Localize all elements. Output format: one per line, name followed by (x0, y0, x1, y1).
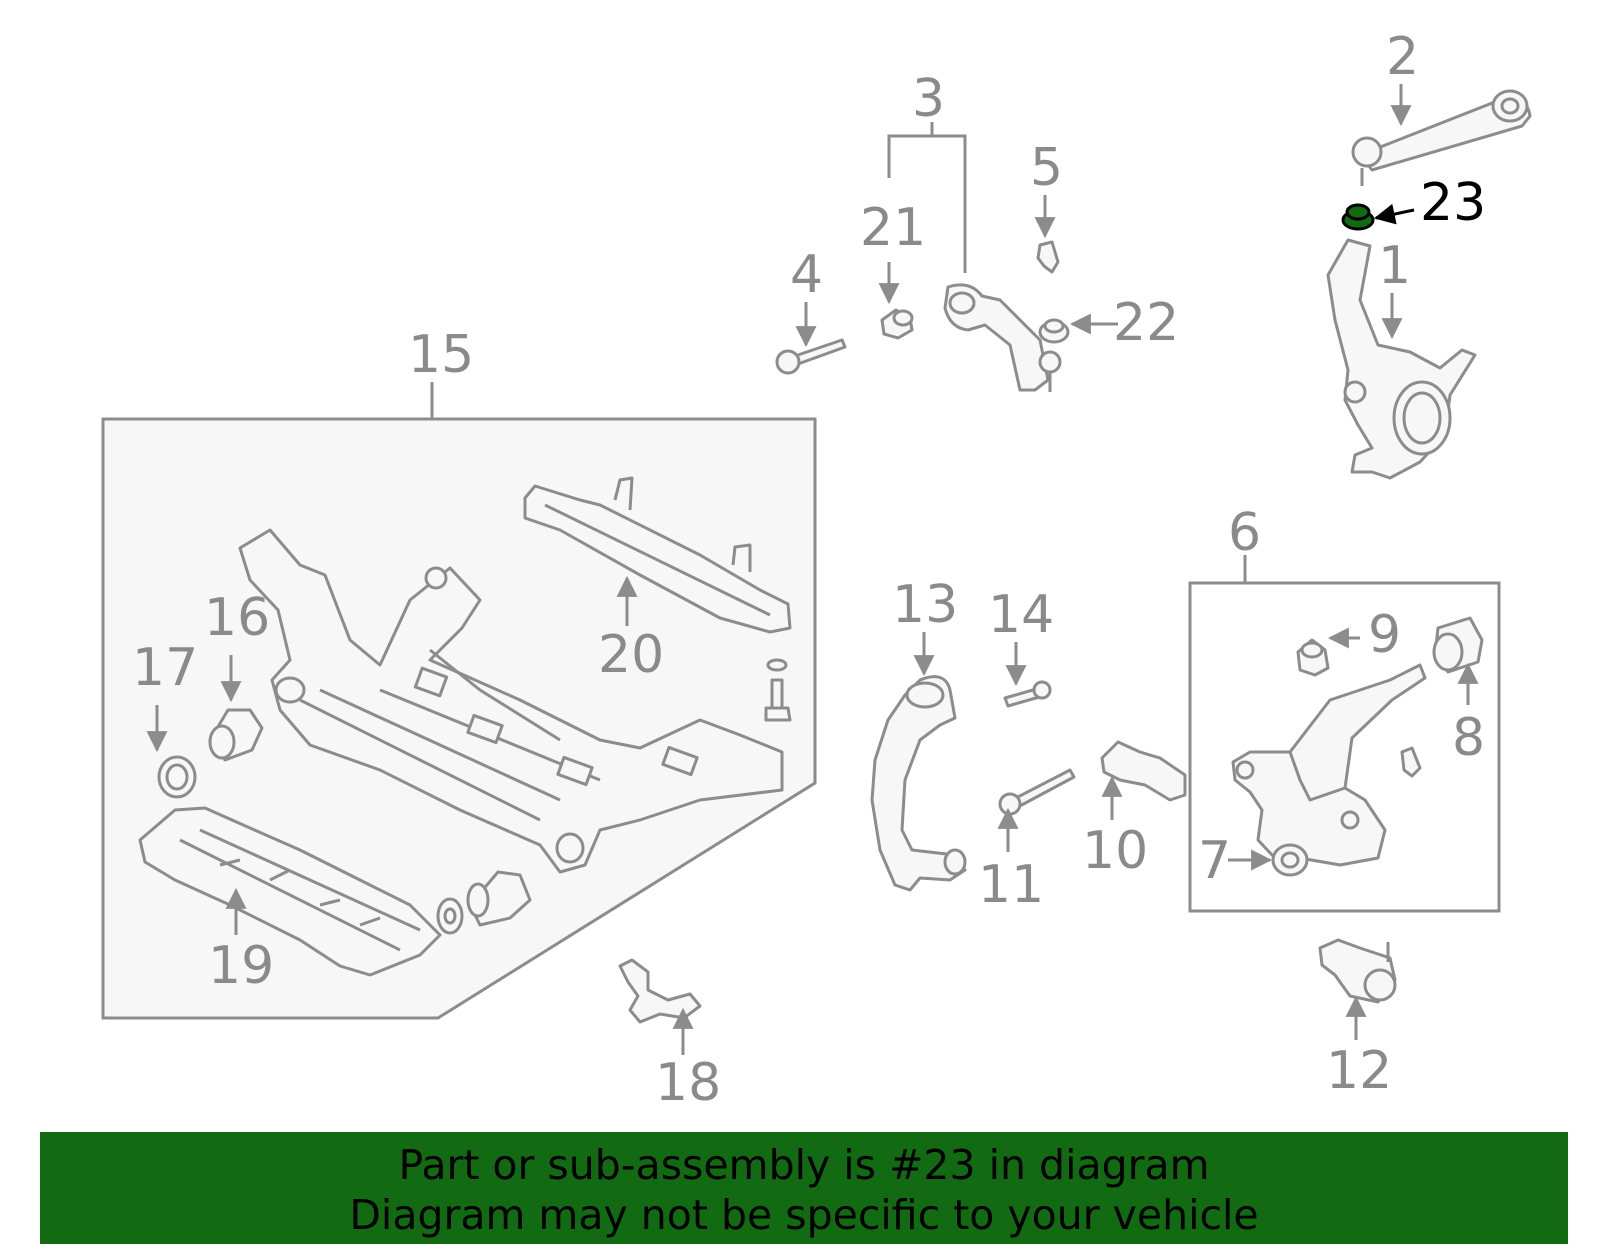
callout-21: 21 (860, 198, 926, 258)
part-3-bracket[interactable] (943, 283, 1062, 392)
banner-line-2: Diagram may not be specific to your vehi… (349, 1191, 1259, 1239)
callout-15: 15 (408, 325, 474, 385)
part-19-plate[interactable] (138, 806, 442, 977)
callout-9: 9 (1368, 605, 1401, 665)
callout-16: 16 (204, 588, 270, 648)
callout-2: 2 (1386, 27, 1419, 87)
subframe-bolt (764, 658, 792, 722)
callout-13: 13 (892, 575, 958, 635)
callout-1: 1 (1378, 236, 1411, 296)
part-11-bolt[interactable] (998, 768, 1076, 816)
part-14-bolt[interactable] (1003, 680, 1052, 708)
lower-arm-clip (1400, 746, 1422, 778)
subframe-bushing-lower (436, 870, 532, 935)
part-15-subframe[interactable] (238, 528, 784, 874)
part-1-steering-knuckle[interactable] (1326, 238, 1477, 480)
banner-line-1: Part or sub-assembly is #23 in diagram (398, 1141, 1210, 1189)
part-6-lower-arm[interactable] (1231, 663, 1427, 867)
callout-labels: 1 2 3 4 5 6 7 8 9 10 11 12 13 14 15 16 1… (132, 27, 1486, 1113)
part-10-plate[interactable] (1100, 740, 1187, 802)
part-8-bushing[interactable] (1432, 616, 1484, 674)
part-9-nut[interactable] (1296, 638, 1330, 677)
info-banner: Part or sub-assembly is #23 in diagram D… (40, 1132, 1568, 1244)
part-16-bushing[interactable] (208, 708, 264, 762)
callout-22: 22 (1113, 293, 1179, 353)
callout-5: 5 (1030, 138, 1063, 198)
leader-arrows (146, 84, 1479, 1055)
part-23-bushing[interactable] (1341, 203, 1375, 231)
part-13-arm[interactable] (870, 675, 967, 892)
callout-20: 20 (598, 625, 664, 685)
bracket-group-leader (887, 122, 967, 273)
callout-6: 6 (1228, 503, 1261, 563)
part-4-bolt[interactable] (775, 338, 847, 375)
callout-10: 10 (1082, 821, 1148, 881)
callout-3: 3 (912, 69, 945, 129)
callout-7: 7 (1198, 831, 1231, 891)
callout-11: 11 (978, 855, 1044, 915)
part-2-upper-arm[interactable] (1351, 89, 1532, 186)
callout-17: 17 (132, 638, 198, 698)
part-7-bushing[interactable] (1271, 843, 1309, 877)
part-20-crossmember[interactable] (523, 476, 792, 634)
part-21-bushing[interactable] (880, 308, 914, 340)
part-12-ball-joint[interactable] (1318, 938, 1397, 1004)
part-22-washer[interactable] (1038, 318, 1070, 344)
callout-18: 18 (655, 1053, 721, 1113)
part-18-bracket[interactable] (618, 958, 702, 1024)
callout-19: 19 (208, 936, 274, 996)
part-17-washer[interactable] (157, 755, 197, 799)
part-5-clip[interactable] (1036, 240, 1060, 274)
callout-4: 4 (790, 245, 823, 305)
callout-23: 23 (1420, 173, 1486, 233)
callout-8: 8 (1452, 708, 1485, 768)
callout-14: 14 (988, 585, 1054, 645)
callout-12: 12 (1326, 1041, 1392, 1101)
